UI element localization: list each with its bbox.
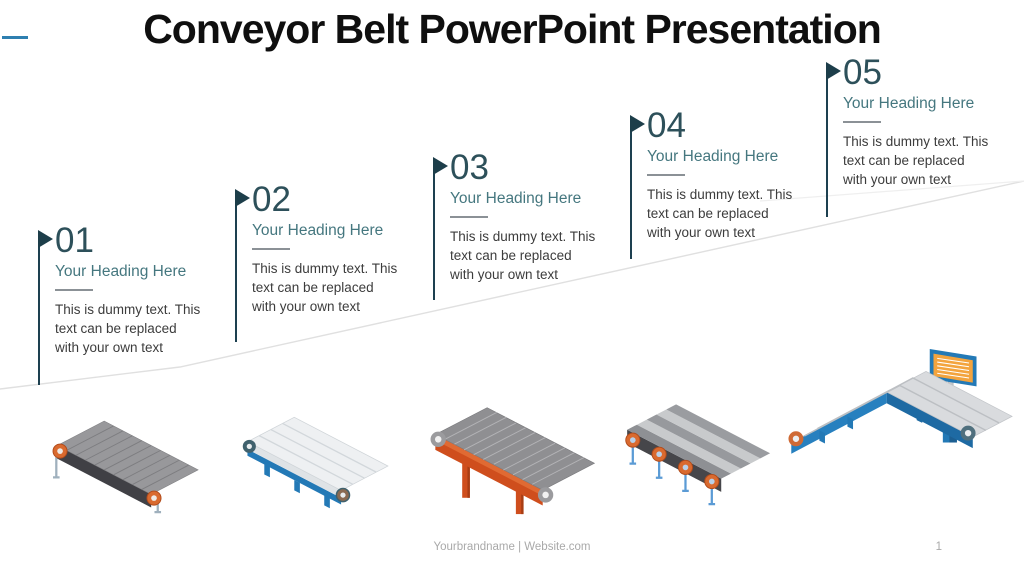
step-heading-rule [252,247,290,250]
step-heading: Your Heading Here [252,221,384,239]
step-number: 03 [450,148,489,187]
footer-brand: Yourbrandname | Website.com [433,541,591,553]
step-flag-icon [235,189,250,207]
step-heading-rule [843,120,881,123]
step-heading: Your Heading Here [55,262,187,280]
step-body: This is dummy text. This text can be rep… [55,301,201,355]
conveyor-belt-illustration-4 [625,404,771,506]
step-heading: Your Heading Here [450,189,582,207]
conveyor-belt-illustration-2 [242,416,389,509]
step-number: 05 [843,53,882,92]
step-body: This is dummy text. This text can be rep… [843,133,989,187]
step-flag-icon [826,62,841,80]
step-heading-rule [450,215,488,218]
step-flag-icon [433,157,448,175]
step-heading: Your Heading Here [843,94,975,112]
slide-title: Conveyor Belt PowerPoint Presentation [143,6,882,52]
conveyor-belt-illustration-1 [52,420,199,514]
step-number: 02 [252,180,291,219]
step-connector-line [630,118,632,259]
page-number: 1 [935,541,942,553]
step-body: This is dummy text. This text can be rep… [252,260,398,314]
step-connector-line [433,160,435,300]
step-heading-rule [647,173,685,176]
step-body: This is dummy text. This text can be rep… [647,186,793,240]
step-connector-line [826,65,828,217]
accent-bar [2,36,28,39]
conveyor-belt-illustration-3 [430,407,596,515]
step-heading-rule [55,288,93,291]
step-number: 01 [55,221,94,260]
step-flag-icon [38,230,53,248]
step-connector-line [235,192,237,342]
step-number: 04 [647,106,686,145]
step-connector-line [38,233,40,385]
step-body: This is dummy text. This text can be rep… [450,228,596,282]
step-flag-icon [630,115,645,133]
step-heading: Your Heading Here [647,147,779,165]
conveyor-belt-illustration-5 [788,348,1013,454]
